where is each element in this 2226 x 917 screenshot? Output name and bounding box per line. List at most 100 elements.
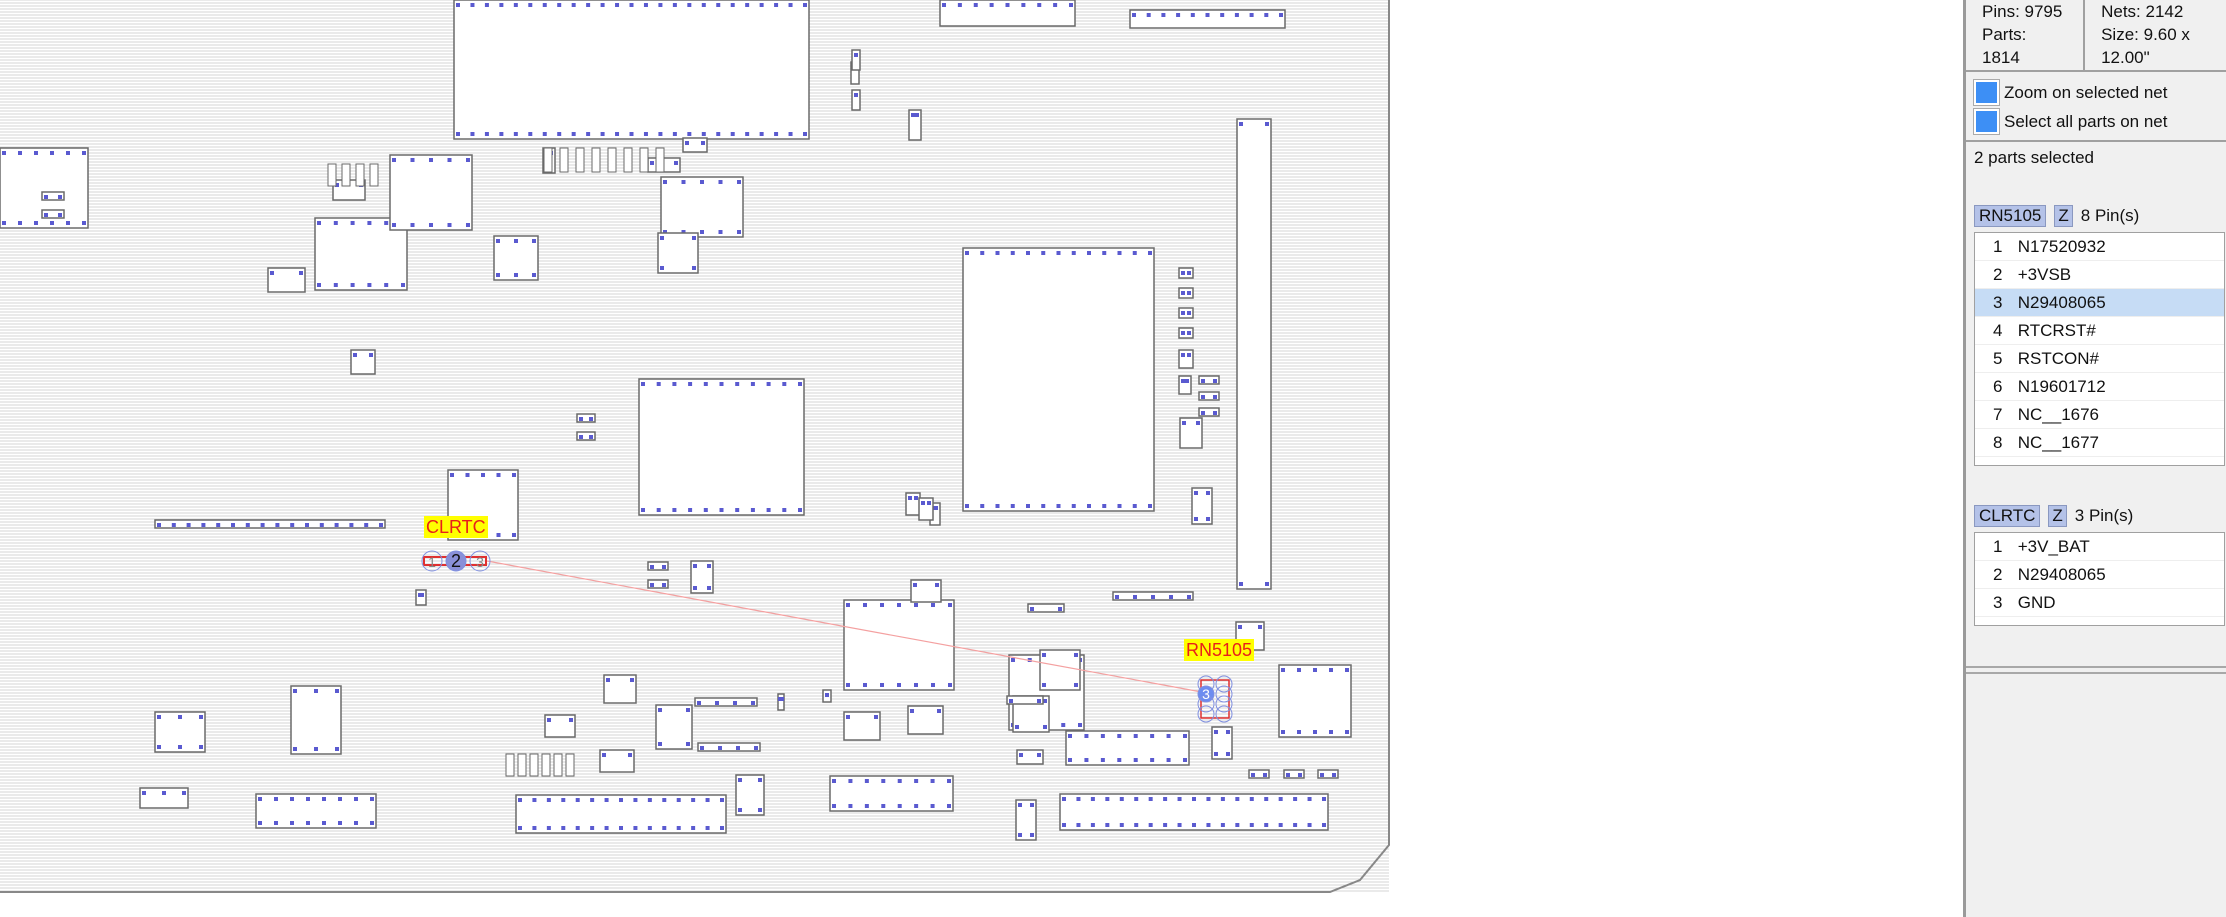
pad (258, 821, 262, 825)
pad (1084, 758, 1089, 762)
pad (1307, 797, 1312, 801)
pad (650, 583, 654, 587)
pin-row[interactable]: 4 RTCRST# (1975, 317, 2224, 345)
pad (333, 283, 338, 287)
part-name-button[interactable]: CLRTC (1974, 505, 2041, 527)
select-all-parts-checkbox[interactable]: Select all parts on net (1966, 107, 2226, 136)
pad (1279, 13, 1283, 17)
pad (514, 273, 518, 277)
pad (322, 821, 326, 825)
pin-row[interactable]: 8 NC__1677 (1975, 429, 2224, 457)
checkbox-icon[interactable] (1973, 108, 2000, 135)
pad (290, 797, 294, 801)
pin-row[interactable]: 1 +3V_BAT (1975, 533, 2224, 561)
pad (672, 3, 677, 7)
pad (575, 798, 580, 802)
pad (466, 158, 470, 162)
pad (766, 382, 771, 386)
pad (619, 798, 623, 802)
pad (650, 161, 654, 165)
zoom-part-button[interactable]: Z (2048, 505, 2067, 527)
pad (658, 742, 662, 746)
component-outline (41, 209, 65, 219)
checkbox-icon[interactable] (1973, 79, 2000, 106)
pad (513, 132, 518, 136)
pad (738, 808, 742, 812)
pin-row[interactable]: 3 N29408065 (1975, 289, 2224, 317)
pad (571, 132, 576, 136)
zoom-on-net-checkbox[interactable]: Zoom on selected net (1966, 78, 2226, 107)
pad (1264, 823, 1269, 827)
pad (1117, 504, 1122, 508)
pad (1194, 517, 1198, 521)
pad (178, 715, 182, 719)
pad (921, 501, 925, 505)
pad (676, 826, 681, 830)
pad (532, 798, 537, 802)
pad (766, 508, 771, 512)
pad (751, 701, 755, 705)
pad (1278, 823, 1283, 827)
pad (466, 223, 470, 227)
pad (758, 778, 762, 782)
pin-row[interactable]: 2 +3VSB (1975, 261, 2224, 289)
pad (245, 523, 250, 527)
pad (1166, 734, 1171, 738)
pad (716, 132, 721, 136)
pin-row[interactable]: 1 N17520932 (1975, 233, 2224, 261)
pad (1043, 699, 1047, 703)
pad (1297, 668, 1301, 672)
pad (1249, 13, 1254, 17)
pad (1163, 823, 1168, 827)
pad (700, 180, 704, 184)
pin-row[interactable]: 5 RSTCON# (1975, 345, 2224, 373)
pad (658, 3, 663, 7)
pad (1192, 823, 1196, 827)
pad (1117, 734, 1122, 738)
pad (1176, 13, 1181, 17)
component-outline (694, 697, 758, 707)
pad (720, 798, 724, 802)
component-outline (843, 599, 955, 691)
pin-row[interactable]: 6 N19601712 (1975, 373, 2224, 401)
pad (881, 804, 886, 808)
pad (1192, 797, 1196, 801)
pin-count: 3 Pin(s) (2074, 506, 2134, 525)
part-name-button[interactable]: RN5105 (1974, 205, 2047, 227)
pad (290, 821, 294, 825)
pad (496, 533, 501, 537)
part-label-clrtc[interactable]: CLRTC (424, 516, 488, 538)
pin-row[interactable]: 2 N29408065 (1975, 561, 2224, 589)
pad (314, 747, 318, 751)
pad (692, 266, 696, 270)
pad (735, 382, 740, 386)
pad (1205, 13, 1210, 17)
pad (1265, 122, 1269, 126)
pad (338, 797, 342, 801)
pin-number: 1 (1993, 537, 2003, 556)
zoom-part-button[interactable]: Z (2054, 205, 2073, 227)
pad (182, 791, 186, 795)
pad (306, 797, 310, 801)
pad (456, 3, 460, 7)
pin-number: 2 (1993, 265, 2003, 284)
pad (897, 683, 901, 687)
component-outline (1178, 267, 1194, 279)
pin-row[interactable]: 3 GND (1975, 589, 2224, 617)
pad (34, 221, 38, 225)
pad (270, 271, 274, 275)
pin-row[interactable]: 7 NC__1676 (1975, 401, 2224, 429)
pad (542, 3, 547, 7)
pad (1181, 353, 1185, 357)
pad (931, 683, 935, 687)
pad (317, 283, 321, 287)
pad (788, 3, 793, 7)
pin-net: N29408065 (2017, 565, 2106, 584)
part-label-rn5105[interactable]: RN5105 (1184, 639, 1255, 661)
component-outline (690, 560, 714, 594)
pad (737, 230, 741, 234)
